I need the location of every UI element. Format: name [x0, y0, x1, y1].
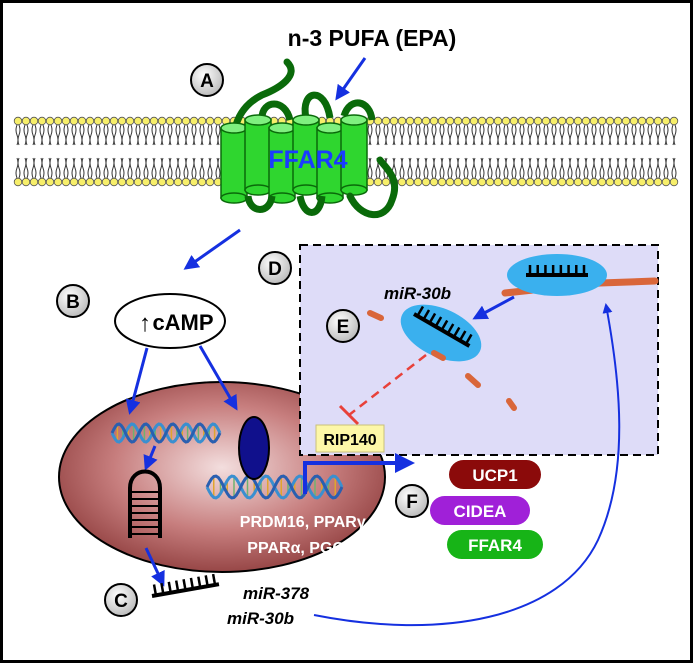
receptor-label: FFAR4	[268, 146, 347, 174]
svg-text:UCP1: UCP1	[472, 466, 517, 485]
inhibition-arrow	[338, 354, 427, 426]
svg-text:RIP140: RIP140	[323, 432, 376, 449]
svg-text:E: E	[337, 317, 350, 338]
pre-mirna-hairpin	[128, 469, 162, 538]
svg-text:A: A	[200, 71, 214, 92]
gene-pill-cidea: CIDEA	[430, 496, 530, 525]
mirna-30b-label: miR-30b	[227, 609, 294, 628]
svg-text:C: C	[114, 591, 128, 612]
gene-list-line-1: PRDM16, PPARγ,	[240, 514, 370, 531]
complex-arrow	[472, 295, 515, 320]
mirna-to-target-arrow	[313, 303, 621, 627]
dna-helix-lower	[205, 474, 344, 500]
camp-label: cAMP	[152, 310, 213, 335]
thermogenic-genes: UCP1 CIDEA FFAR4	[430, 460, 543, 559]
camp-to-tf-arrow	[198, 345, 238, 411]
step-label-f: F	[395, 484, 429, 518]
inset-mirna-label: miR-30b	[384, 284, 451, 303]
camp-to-dna-arrow	[125, 347, 149, 415]
transcription-arrow	[303, 453, 415, 494]
mature-mirna	[151, 573, 220, 598]
step-label-a: A	[190, 63, 224, 97]
rip140-target: RIP140	[315, 424, 385, 453]
gene-list-line-2: PPARα, PGC1α	[247, 540, 363, 557]
receptor-to-camp-arrow	[183, 228, 241, 270]
svg-text:F: F	[406, 492, 418, 513]
step-label-b: B	[56, 284, 90, 318]
mirna-378-label: miR-378	[243, 584, 310, 603]
transcription-factor	[238, 416, 270, 480]
degraded-mrna-fragments	[367, 310, 517, 411]
ligand-title: n-3 PUFA (EPA)	[288, 25, 457, 51]
ffar4-receptor: FFAR4	[220, 58, 399, 219]
dna-to-premirna-arrow	[143, 445, 158, 471]
premirna-to-mirna-arrow	[144, 547, 165, 587]
camp-up-arrow: ↑	[139, 310, 151, 337]
gene-pill-ucp1: UCP1	[449, 460, 541, 489]
svg-text:FFAR4: FFAR4	[468, 536, 522, 555]
step-label-c: C	[104, 583, 138, 617]
ligand-arrow	[335, 57, 367, 101]
gene-pill-ffar4: FFAR4	[447, 530, 543, 559]
svg-text:B: B	[66, 292, 80, 313]
svg-text:CIDEA: CIDEA	[454, 502, 507, 521]
camp-node: ↑ cAMP	[114, 293, 226, 349]
step-label-d: D	[258, 251, 292, 285]
dna-helix-upper	[110, 422, 222, 444]
mirna-bound-to-mrna	[526, 265, 588, 277]
mirna-in-risc	[413, 305, 473, 348]
step-label-e: E	[326, 309, 360, 343]
svg-text:D: D	[268, 259, 282, 280]
